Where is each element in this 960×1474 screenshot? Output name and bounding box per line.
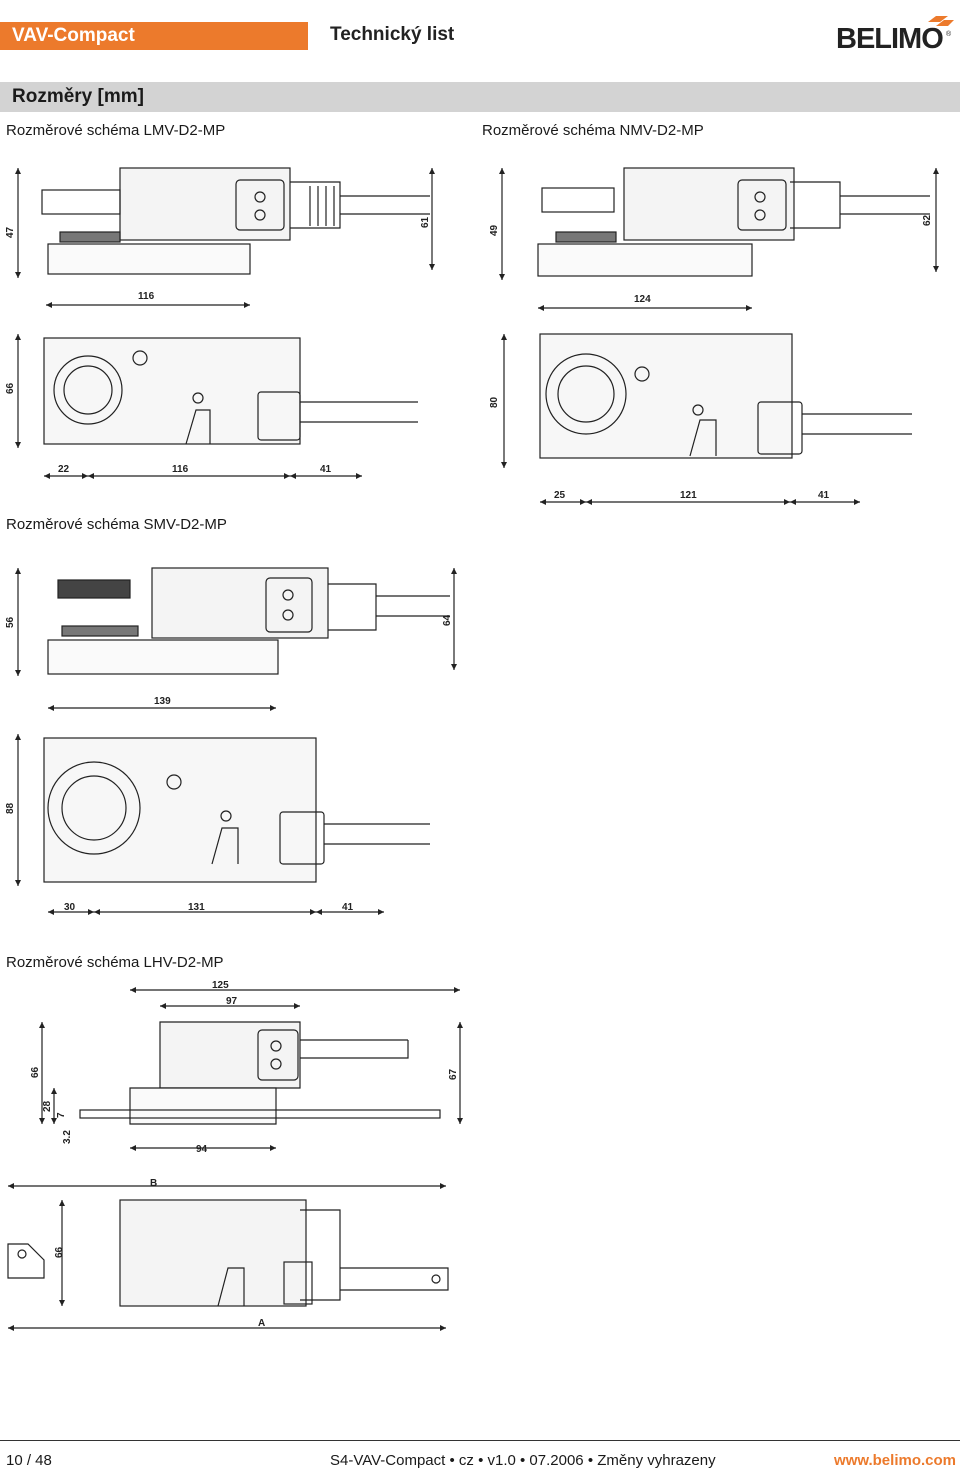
caption-smv: Rozměrové schéma SMV-D2-MP bbox=[6, 516, 227, 533]
section-title: Rozměry [mm] bbox=[12, 86, 144, 107]
nmv-top-w2: 121 bbox=[680, 490, 697, 501]
lmv-top-drawing bbox=[43, 337, 418, 445]
lhv-top-h: 66 bbox=[54, 1246, 65, 1258]
nmv-side-h-right: 62 bbox=[922, 214, 933, 226]
smv-side-h-right: 64 bbox=[442, 614, 453, 626]
svg-text:BELIMO: BELIMO bbox=[836, 23, 943, 54]
lhv-w-inner: 97 bbox=[226, 996, 238, 1007]
svg-text:®: ® bbox=[946, 30, 952, 38]
nmv-side-drawing bbox=[537, 167, 930, 277]
smv-side-h-left: 56 bbox=[5, 616, 16, 628]
lmv-side-h-right: 61 bbox=[420, 216, 431, 228]
lhv-h-32: 3.2 bbox=[62, 1130, 73, 1144]
caption-nmv: Rozměrové schéma NMV-D2-MP bbox=[482, 122, 704, 139]
brand-logo: BELIMO ® bbox=[836, 14, 954, 54]
lhv-h-right: 67 bbox=[448, 1068, 459, 1080]
nmv-top-w1: 25 bbox=[554, 490, 566, 501]
lmv-side-h-left: 47 bbox=[5, 226, 16, 238]
lhv-w-outer: 125 bbox=[212, 980, 229, 991]
caption-lhv: Rozměrové schéma LHV-D2-MP bbox=[6, 954, 224, 971]
lhv-side-drawing bbox=[79, 1021, 441, 1125]
section-bar bbox=[0, 82, 960, 112]
smv-top-drawing bbox=[43, 737, 430, 883]
smv-top-w3: 41 bbox=[342, 902, 354, 913]
footer-page-number: 10 / 48 bbox=[6, 1452, 52, 1469]
nmv-side-w: 124 bbox=[634, 294, 651, 305]
lmv-side-w: 116 bbox=[138, 291, 155, 302]
lmv-top-h: 66 bbox=[5, 382, 16, 394]
nmv-side-h-left: 49 bbox=[489, 224, 500, 236]
lhv-h-28: 28 bbox=[42, 1100, 53, 1112]
lmv-top-w3: 41 bbox=[320, 464, 332, 475]
header-tag: VAV-Compact bbox=[0, 22, 308, 50]
smv-side-drawing bbox=[47, 567, 450, 675]
caption-lmv: Rozměrové schéma LMV-D2-MP bbox=[6, 122, 226, 139]
lhv-label-a: A bbox=[258, 1318, 265, 1329]
lhv-label-b: B bbox=[150, 1178, 157, 1189]
footer-divider bbox=[0, 1440, 960, 1441]
smv-top-h: 88 bbox=[5, 802, 16, 814]
dimension-drawings: 47 61 116 49 62 124 66 22 116 41 80 25 1… bbox=[5, 167, 939, 1331]
lhv-top-drawing bbox=[7, 1199, 449, 1307]
smv-top-w2: 131 bbox=[188, 902, 205, 913]
lhv-h-7: 7 bbox=[56, 1112, 67, 1118]
nmv-top-h: 80 bbox=[489, 396, 500, 408]
lmv-top-w1: 22 bbox=[58, 464, 70, 475]
nmv-top-w3: 41 bbox=[818, 490, 830, 501]
lhv-h-left: 66 bbox=[30, 1066, 41, 1078]
lmv-side-drawing bbox=[41, 167, 430, 275]
lhv-w-base: 94 bbox=[196, 1144, 208, 1155]
lmv-top-w2: 116 bbox=[172, 464, 189, 475]
smv-side-w: 139 bbox=[154, 696, 171, 707]
nmv-top-drawing bbox=[539, 333, 912, 459]
footer-website-link[interactable]: www.belimo.com bbox=[834, 1452, 956, 1469]
header-title: Technický list bbox=[330, 24, 455, 45]
smv-top-w1: 30 bbox=[64, 902, 76, 913]
footer-document-info: S4-VAV-Compact • cz • v1.0 • 07.2006 • Z… bbox=[330, 1452, 716, 1469]
